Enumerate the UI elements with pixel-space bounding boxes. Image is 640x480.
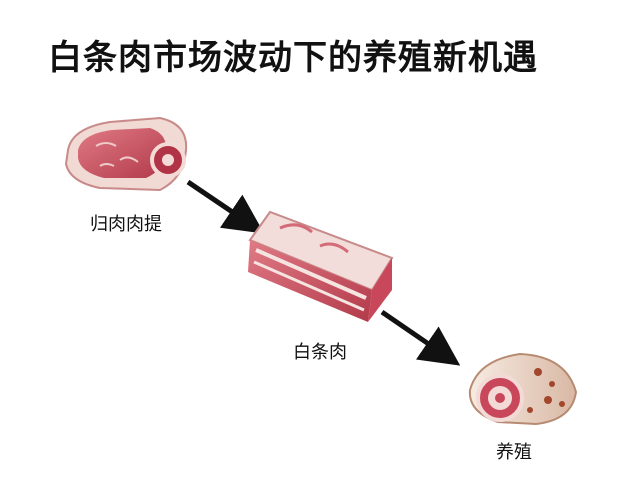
node-label-pork-belly: 白条肉 [293,342,347,363]
node-label-shell: 养殖 [496,442,532,463]
shell-illustration [468,352,578,426]
page-title: 白条肉市场波动下的养殖新机遇 [48,38,538,78]
arrow-1 [186,179,265,234]
steak-illustration [64,116,188,192]
pork-belly-illustration [248,210,394,322]
node-label-steak: 归肉肉提 [90,214,162,235]
arrow-2 [380,309,461,366]
